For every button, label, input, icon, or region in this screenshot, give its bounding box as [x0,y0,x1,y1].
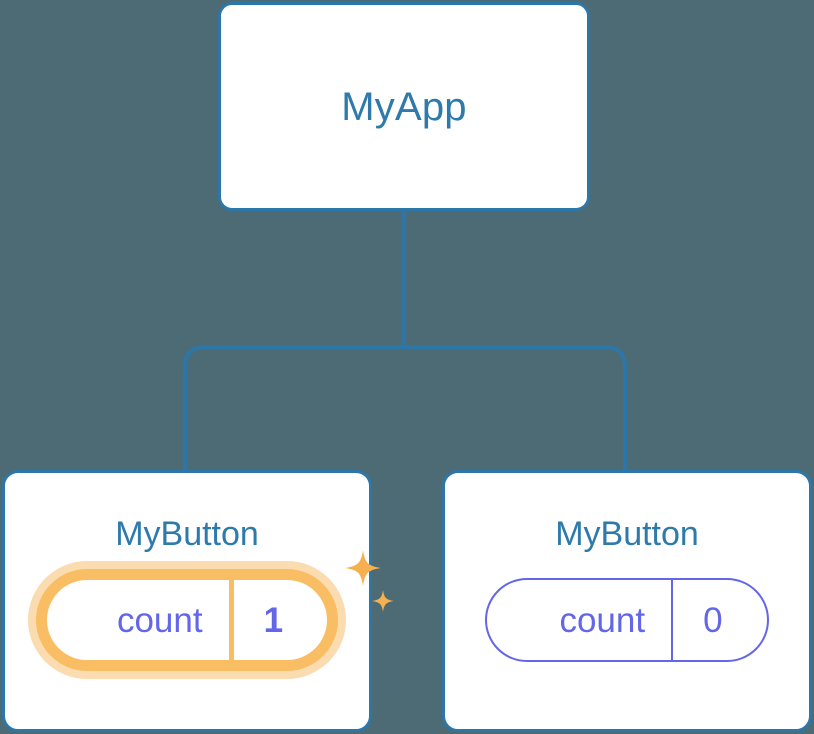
state-pill-value-right: 0 [671,580,766,660]
node-myapp[interactable]: MyApp [218,2,590,211]
sparkle-large-icon [345,550,382,586]
sparkle-group [345,550,395,612]
state-pill-wrap-right: count 0 [445,578,809,662]
state-pill-key-right: count [559,600,646,640]
node-mybutton-left-title: MyButton [115,515,259,553]
node-mybutton-right[interactable]: MyButton count 0 [442,470,812,732]
state-pill-value-left: 1 [228,580,327,660]
state-pill-count-right[interactable]: count 0 [485,578,769,662]
edge-branch-bracket [183,345,627,472]
state-pill-key-left: count [116,600,203,640]
node-myapp-title: MyApp [341,84,467,129]
sparkle-small-icon [372,590,395,612]
node-mybutton-right-title: MyButton [555,515,699,553]
state-pill-count-left[interactable]: count 1 [44,550,395,662]
node-mybutton-left[interactable]: MyButton count 1 [2,470,395,732]
state-pill-wrap-left: count 1 [5,550,395,662]
